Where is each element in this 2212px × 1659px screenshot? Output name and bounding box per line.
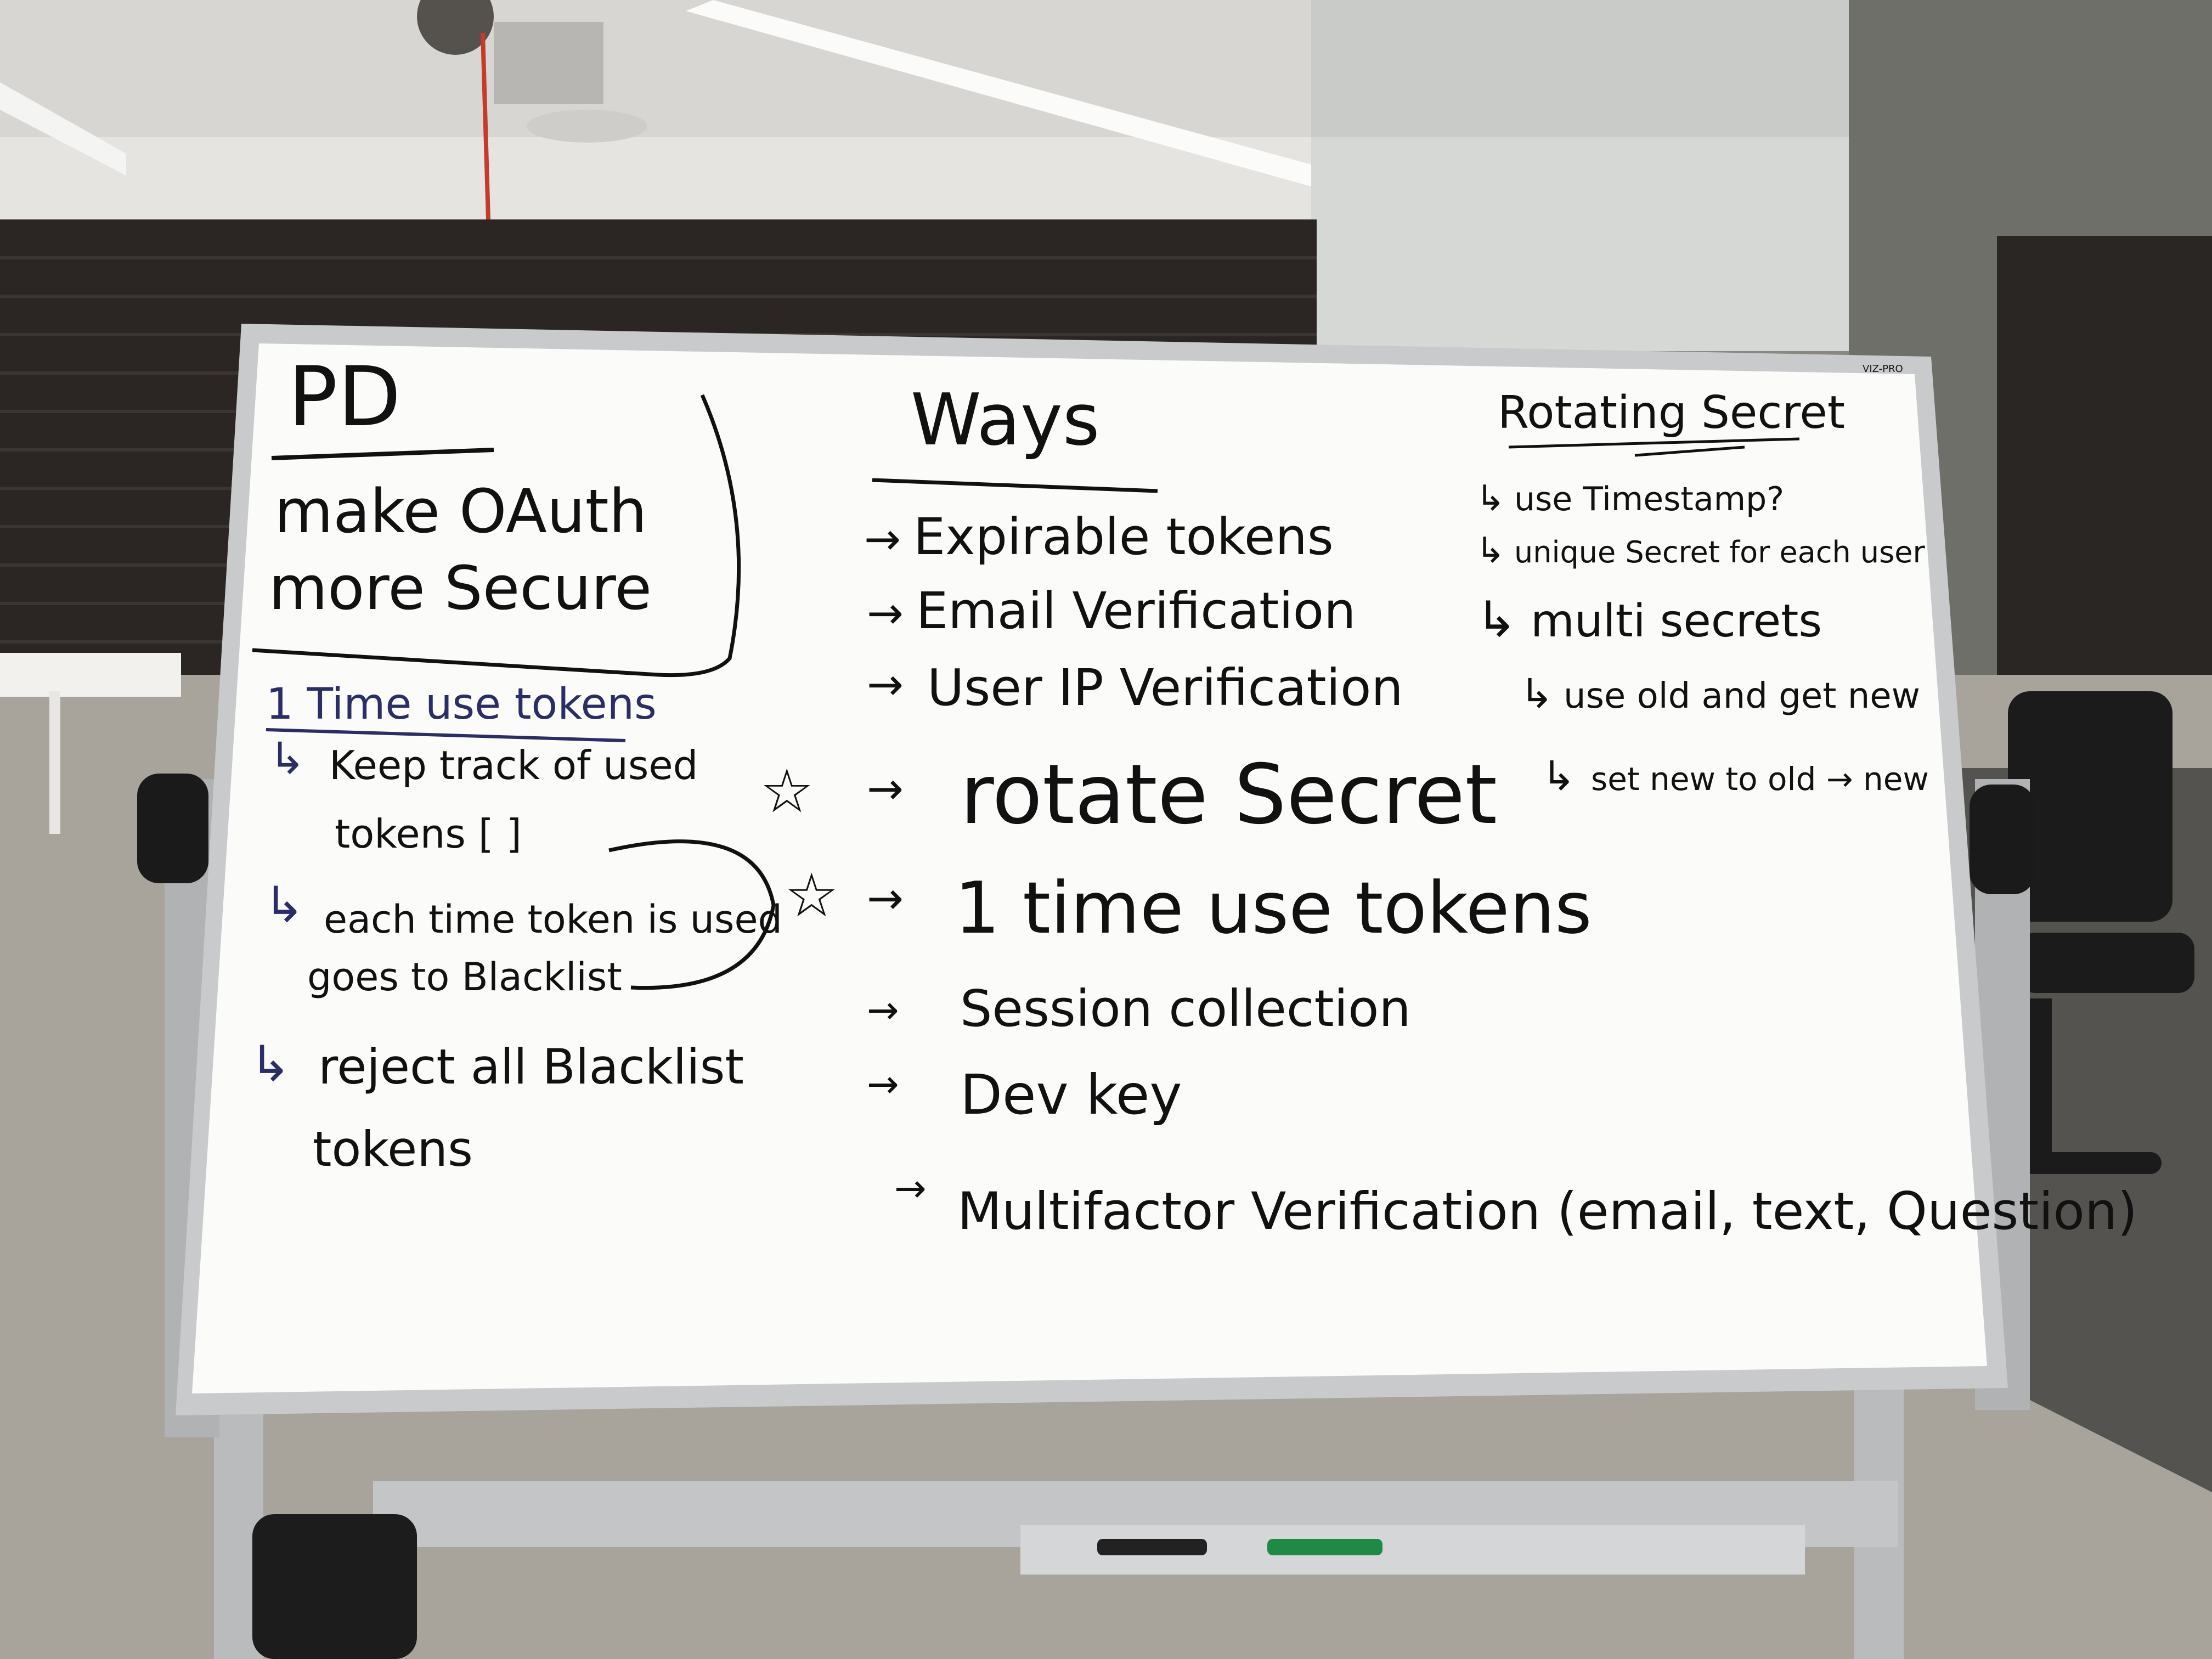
hook-2: ↳ xyxy=(263,876,304,934)
item3-line2: tokens xyxy=(313,1121,473,1177)
title-line1: make OAuth xyxy=(274,476,647,546)
red-cable xyxy=(481,32,490,220)
ways-arrow-5: → xyxy=(867,873,904,924)
ways-item-2: Email Verification xyxy=(916,582,1356,640)
item1-line2: tokens [ ] xyxy=(335,811,522,857)
hook-1: ↳ xyxy=(269,733,306,784)
ways-item-5: 1 time use tokens xyxy=(955,866,1592,950)
whiteboard-stand xyxy=(137,774,2035,1659)
ways-heading: Ways xyxy=(911,378,1100,461)
ways-arrow-7: → xyxy=(867,1062,899,1107)
ways-arrow-4: → xyxy=(867,763,904,814)
pd-underline xyxy=(271,448,494,460)
ways-item-4: rotate Secret xyxy=(960,747,1497,843)
desk-leg xyxy=(49,691,60,834)
ways-item-7: Dev key xyxy=(960,1063,1182,1127)
air-vent xyxy=(527,110,647,143)
ways-item-8: Multifactor Verification (email, text, Q… xyxy=(957,1182,2137,1242)
ways-underline xyxy=(872,478,1158,493)
ways-panel: Ways → Expirable tokens → Email Verifica… xyxy=(760,378,2137,1242)
ways-arrow-8: → xyxy=(894,1166,927,1211)
ways-item-3: User IP Verification xyxy=(927,658,1403,717)
title-line2: more Secure xyxy=(269,553,652,623)
ceiling-light xyxy=(0,82,126,176)
rotating-hook-3: ↳ xyxy=(1476,591,1517,648)
ways-item-1: Expirable tokens xyxy=(913,507,1334,566)
ceiling-fixture xyxy=(417,0,494,55)
subheading-one-time: 1 Time use tokens xyxy=(266,680,657,729)
desk xyxy=(0,653,181,697)
star-icon: ☆ xyxy=(785,860,839,930)
marker-black xyxy=(1097,1539,1207,1555)
rotating-item-1: use Timestamp? xyxy=(1514,480,1784,518)
rotating-item-2: unique Secret for each user xyxy=(1514,535,1925,569)
rotating-hook-4: ↳ xyxy=(1520,670,1554,718)
rotating-hook-1: ↳ xyxy=(1476,478,1505,519)
marker-green xyxy=(1267,1539,1383,1555)
item1-line1: Keep track of used xyxy=(329,742,698,788)
ways-arrow-6: → xyxy=(867,988,899,1032)
item3-line1: reject all Blacklist xyxy=(318,1039,744,1095)
ways-item-6: Session collection xyxy=(960,979,1411,1038)
board-brand: VIZ-PRO xyxy=(1863,363,1903,375)
rotating-hook-5: ↳ xyxy=(1542,753,1576,800)
rotating-hook-2: ↳ xyxy=(1476,531,1505,571)
rotating-panel: Rotating Secret ↳ use Timestamp? ↳ uniqu… xyxy=(1476,387,1929,800)
window-blinds-right xyxy=(1997,236,2212,719)
wall xyxy=(0,137,1317,230)
pd-heading: PD xyxy=(288,349,401,445)
left-panel: PD make OAuth more Secure 1 Time use tok… xyxy=(250,349,782,1177)
item2-line1: each time token is used xyxy=(324,897,782,942)
rotating-heading: Rotating Secret xyxy=(1498,387,1845,439)
glass-frosted-band xyxy=(1311,137,1849,351)
ways-arrow-2: → xyxy=(867,588,904,639)
ceiling-light xyxy=(686,0,1311,187)
office-chairs xyxy=(1997,691,2194,1174)
whiteboard-surface xyxy=(192,343,1987,1393)
air-duct xyxy=(494,22,603,104)
title-bracket xyxy=(252,394,741,678)
rotating-underline xyxy=(1508,437,1800,457)
item2-line2: goes to Blacklist xyxy=(307,955,622,1000)
rotating-item-5: set new to old → new xyxy=(1591,760,1929,798)
ways-arrow-1: → xyxy=(864,514,901,565)
subheading-underline xyxy=(266,728,626,742)
marker-tray xyxy=(1097,1539,1383,1555)
ways-arrow-3: → xyxy=(867,659,904,710)
star-icon: ☆ xyxy=(760,756,814,826)
rotating-item-3: multi secrets xyxy=(1531,595,1822,647)
loop-arrow xyxy=(608,839,776,990)
hook-3: ↳ xyxy=(250,1035,291,1093)
rotating-item-4: use old and get new xyxy=(1564,676,1920,716)
